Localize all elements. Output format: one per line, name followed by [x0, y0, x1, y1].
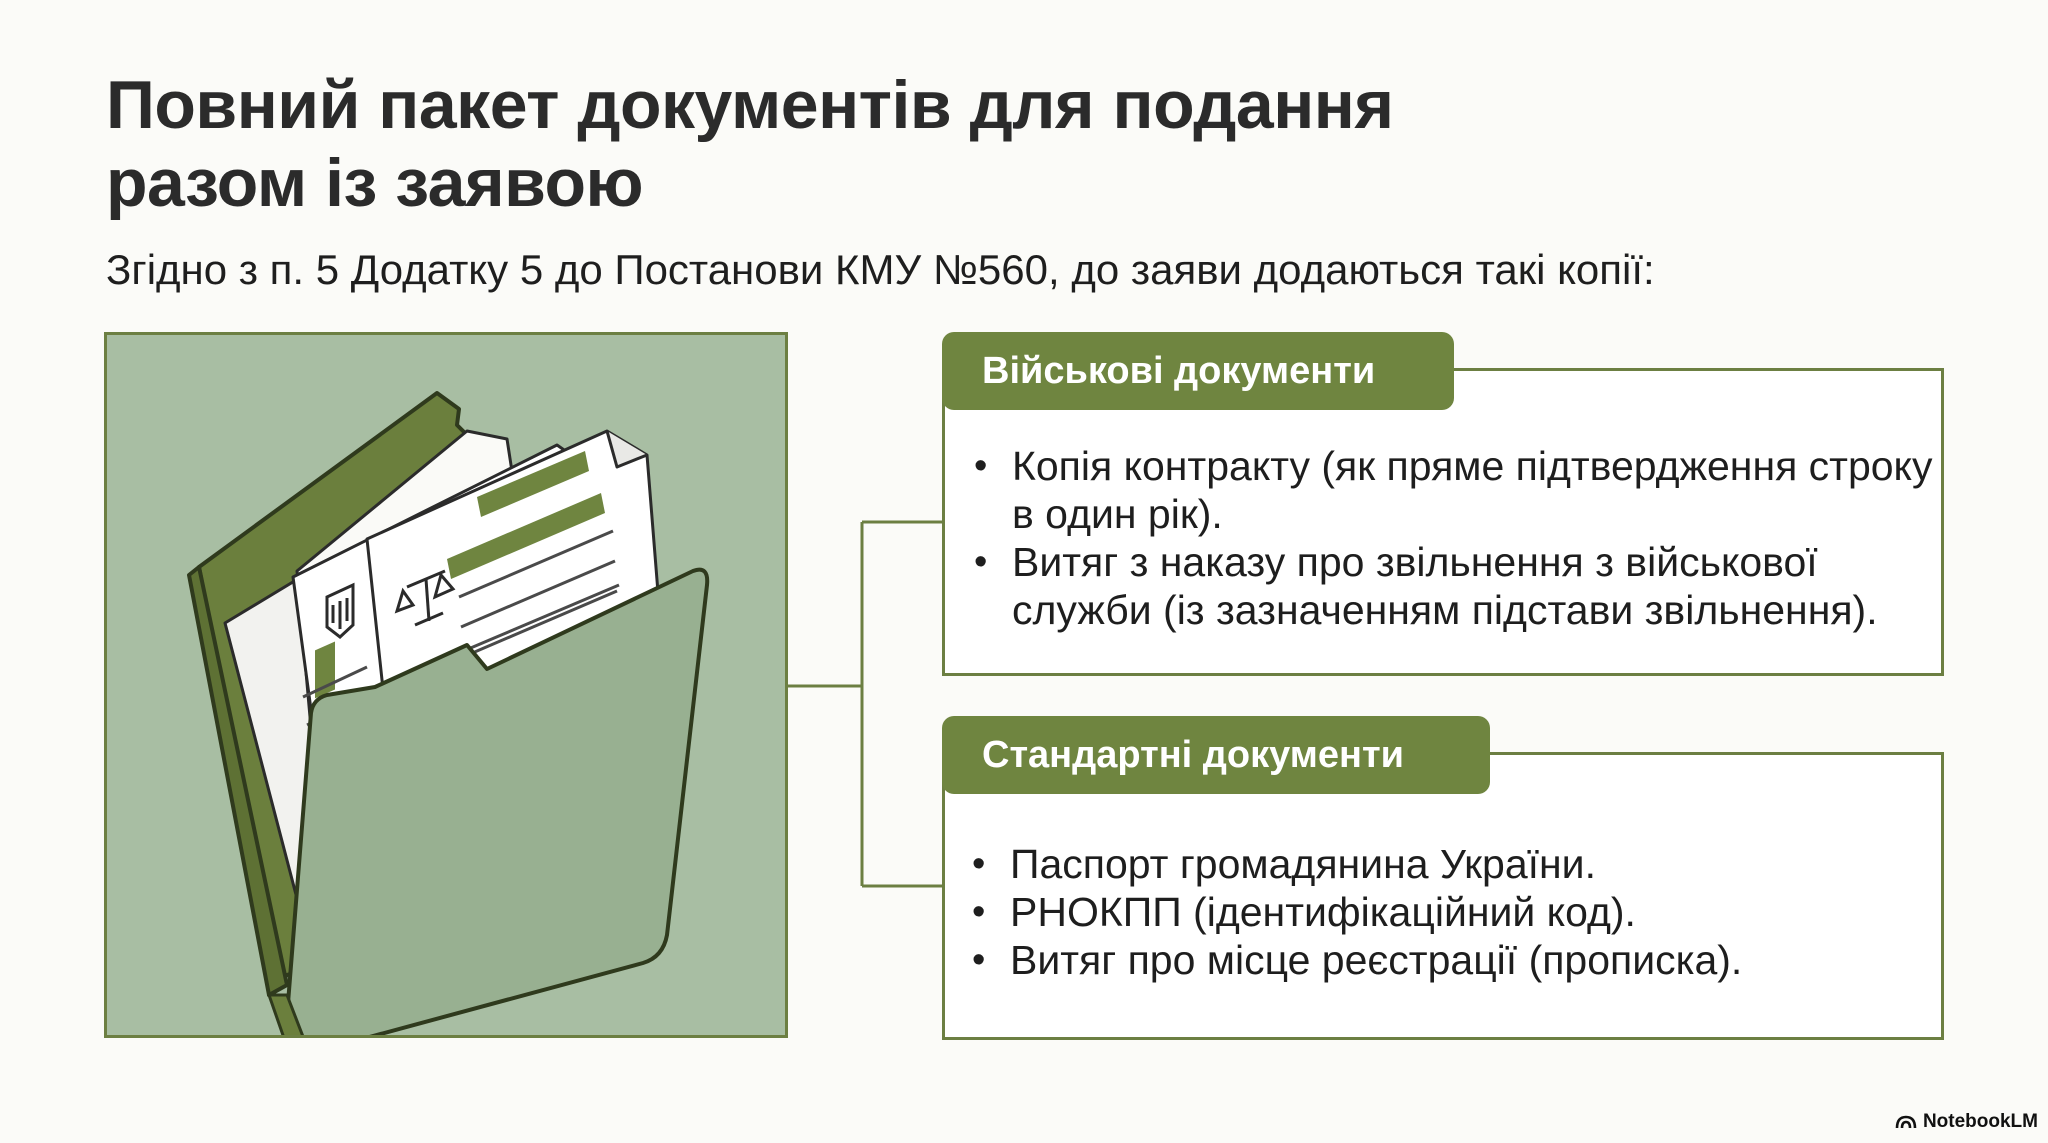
- brand-watermark: NotebookLM: [1895, 1111, 2038, 1133]
- list-item-text: Паспорт громадянина України.: [1010, 841, 1596, 887]
- list-item-text: Витяг з наказу про звільнення з військов…: [1012, 539, 1878, 633]
- military-documents-list: • Копія контракту (як пряме підтвердженн…: [974, 442, 1934, 634]
- list-item: • Витяг з наказу про звільнення з військ…: [974, 538, 1934, 634]
- list-item-text: РНОКПП (ідентифікаційний код).: [1010, 889, 1636, 935]
- bullet: •: [974, 541, 988, 583]
- illustration-panel: [104, 332, 788, 1038]
- list-item: • Копія контракту (як пряме підтвердженн…: [974, 442, 1934, 538]
- slide-subtitle: Згідно з п. 5 Додатку 5 до Постанови КМУ…: [106, 246, 1655, 293]
- list-item: • Витяг про місце реєстрації (прописка).: [972, 936, 1932, 984]
- military-documents-header: Військові документи: [942, 332, 1454, 410]
- bullet: •: [974, 445, 988, 487]
- folder-with-documents-icon: [187, 391, 710, 1035]
- brand-label: NotebookLM: [1922, 1111, 2038, 1132]
- list-item-text: Витяг про місце реєстрації (прописка).: [1010, 937, 1743, 983]
- bullet: •: [972, 939, 986, 981]
- list-item: • РНОКПП (ідентифікаційний код).: [972, 888, 1932, 936]
- standard-documents-card: [942, 752, 1944, 1040]
- list-item: • Паспорт громадянина України.: [972, 840, 1932, 888]
- notebooklm-logo-icon: [1895, 1115, 1917, 1129]
- list-item-text: Копія контракту (як пряме підтвердження …: [1012, 443, 1933, 537]
- slide-title: Повний пакет документів для подання разо…: [106, 67, 1394, 221]
- standard-documents-header: Стандартні документи: [942, 716, 1490, 794]
- bullet: •: [972, 891, 986, 933]
- bullet: •: [972, 843, 986, 885]
- standard-documents-list: • Паспорт громадянина України. • РНОКПП …: [972, 840, 1932, 984]
